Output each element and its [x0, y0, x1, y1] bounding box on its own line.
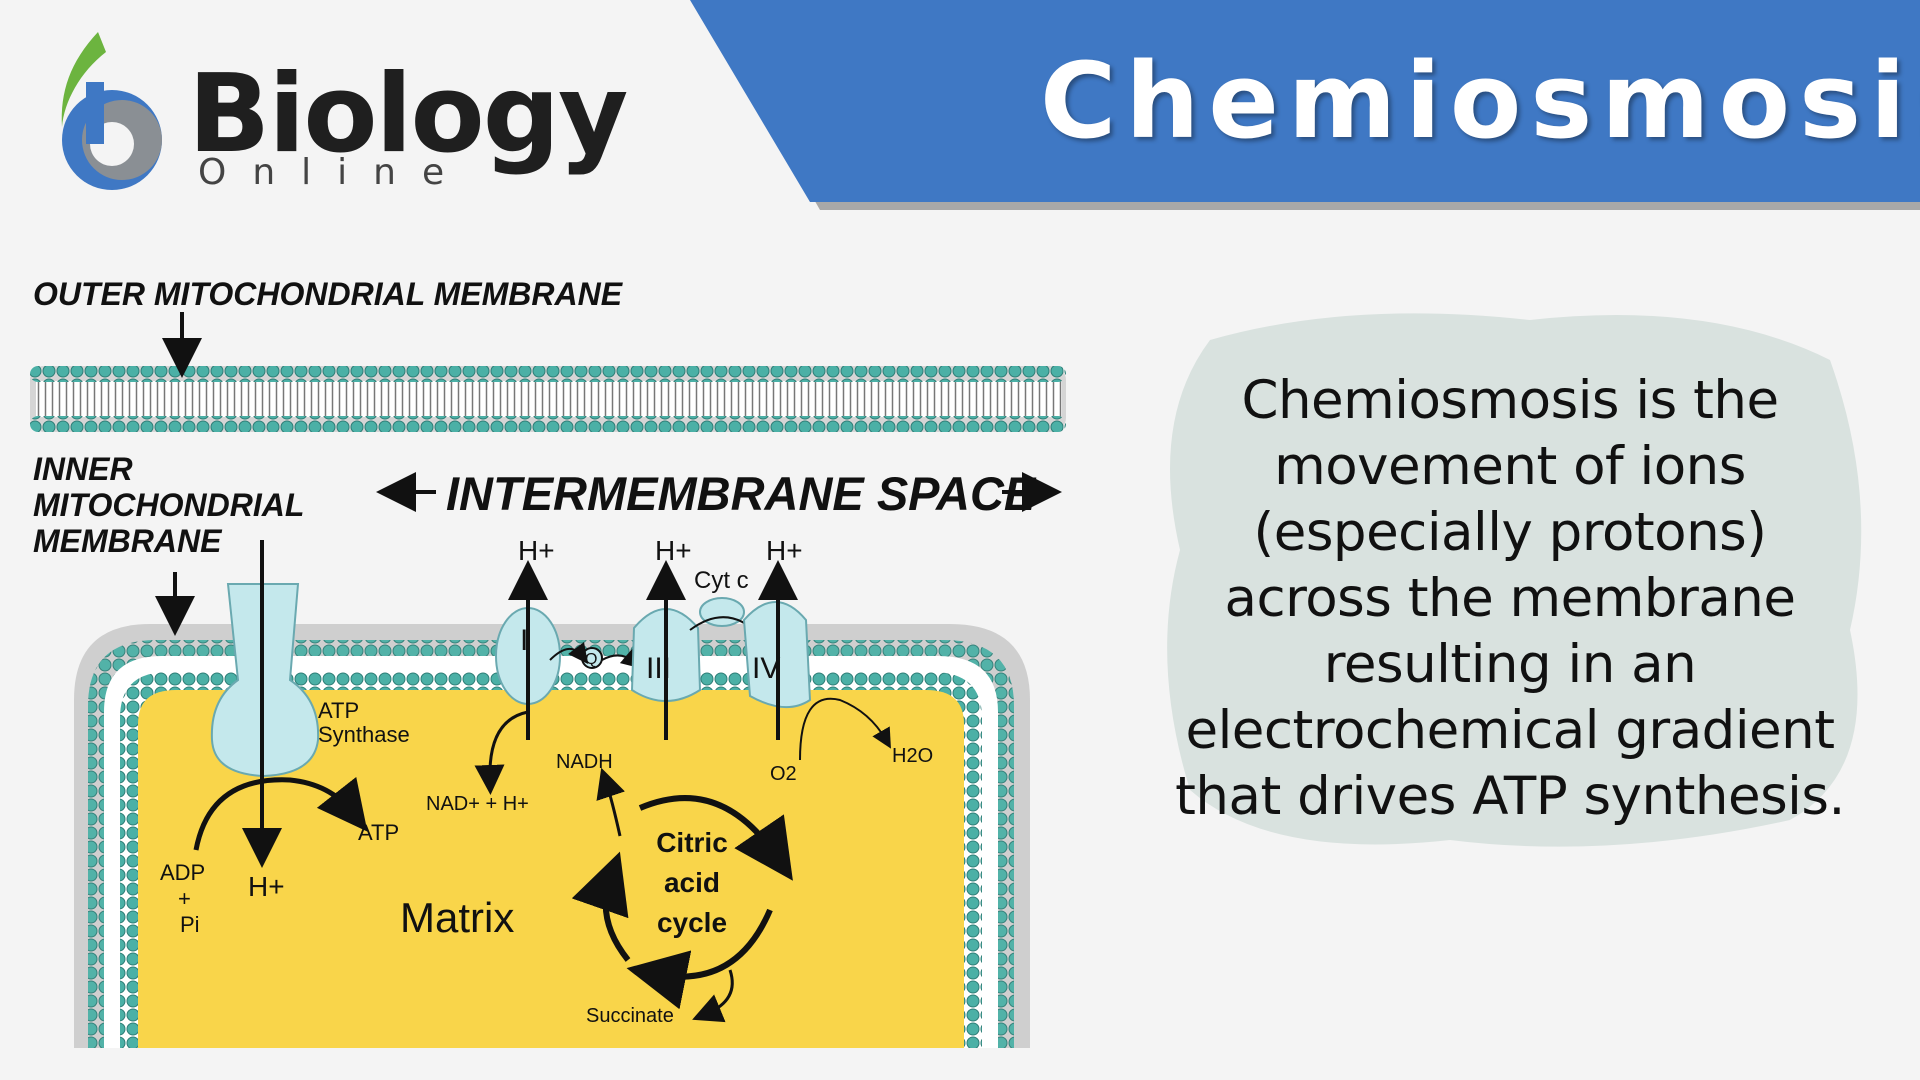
h2o-label: H2O	[892, 745, 933, 767]
o2-label: O2	[770, 763, 797, 785]
header-banner	[690, 0, 1920, 210]
matrix-label: Matrix	[400, 894, 514, 941]
outer-membrane	[30, 366, 1066, 432]
nad-plus-label: NAD+ + H+	[426, 793, 529, 815]
complex-3-label: III	[646, 652, 671, 685]
complex-1-label: I	[520, 624, 528, 657]
definition-background	[1167, 313, 1862, 847]
nadh-label: NADH	[556, 751, 613, 773]
atp-label: ATP	[358, 820, 399, 845]
h-plus-label: H+	[655, 535, 692, 566]
h-plus-label: H+	[766, 535, 803, 566]
complex-4-label: IV	[752, 652, 780, 685]
logo-icon	[61, 32, 162, 190]
cyt-c-label: Cyt c	[694, 567, 749, 594]
adp-pi-label: ADP+Pi	[160, 860, 205, 937]
cytochrome-c	[699, 597, 745, 627]
q-label: Q	[585, 651, 597, 668]
page-title: Chemiosmosis	[1040, 40, 1920, 162]
h-plus-label: H+	[518, 535, 555, 566]
definition-text: Chemiosmosis is the movement of ions (es…	[1175, 370, 1845, 827]
atp-synthase	[210, 583, 320, 778]
intermembrane-space-label: INTERMEMBRANE SPACE	[446, 467, 1036, 520]
logo-title: Biology	[188, 52, 628, 177]
logo-subtitle: Online	[198, 152, 471, 193]
h-plus-label: H+	[248, 871, 285, 902]
citric-acid-cycle	[571, 767, 793, 1023]
outer-membrane-label: OUTER MITOCHONDRIAL MEMBRANE	[33, 276, 623, 312]
succinate-label: Succinate	[586, 1005, 674, 1027]
